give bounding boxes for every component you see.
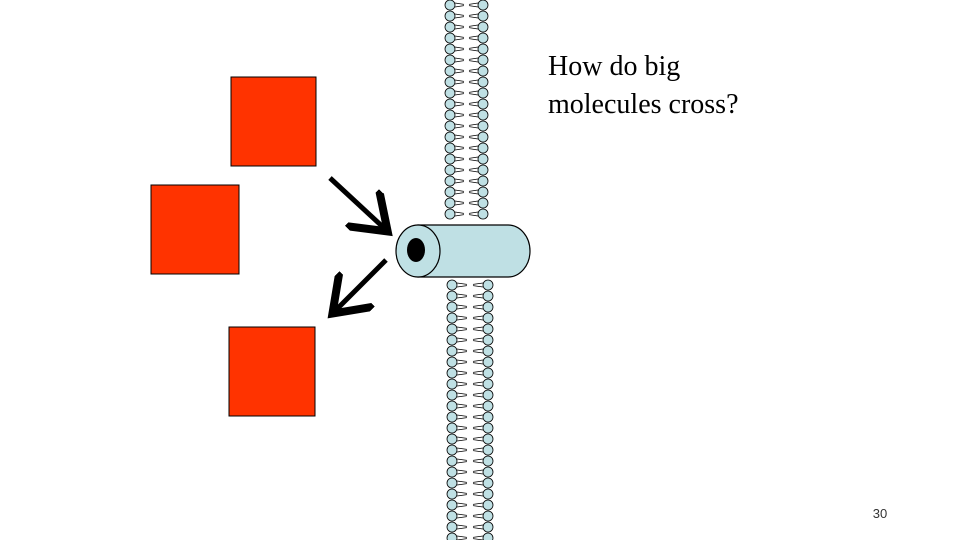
arrow-into-channel xyxy=(328,176,384,228)
arrow-out-of-channel xyxy=(336,258,388,310)
slide-number: 30 xyxy=(872,506,888,521)
lipid-bilayer-icon xyxy=(444,0,494,540)
title-line-2: molecules cross? xyxy=(548,89,739,120)
molecule-inside-bottom xyxy=(228,326,316,417)
channel-opening xyxy=(407,238,425,262)
molecule-outside-middle xyxy=(150,184,240,275)
molecule-outside-top xyxy=(230,76,317,167)
title-line-1: How do big xyxy=(548,51,681,82)
slide-title: How do big molecules cross? xyxy=(548,48,848,124)
protein-channel-icon xyxy=(395,224,531,278)
